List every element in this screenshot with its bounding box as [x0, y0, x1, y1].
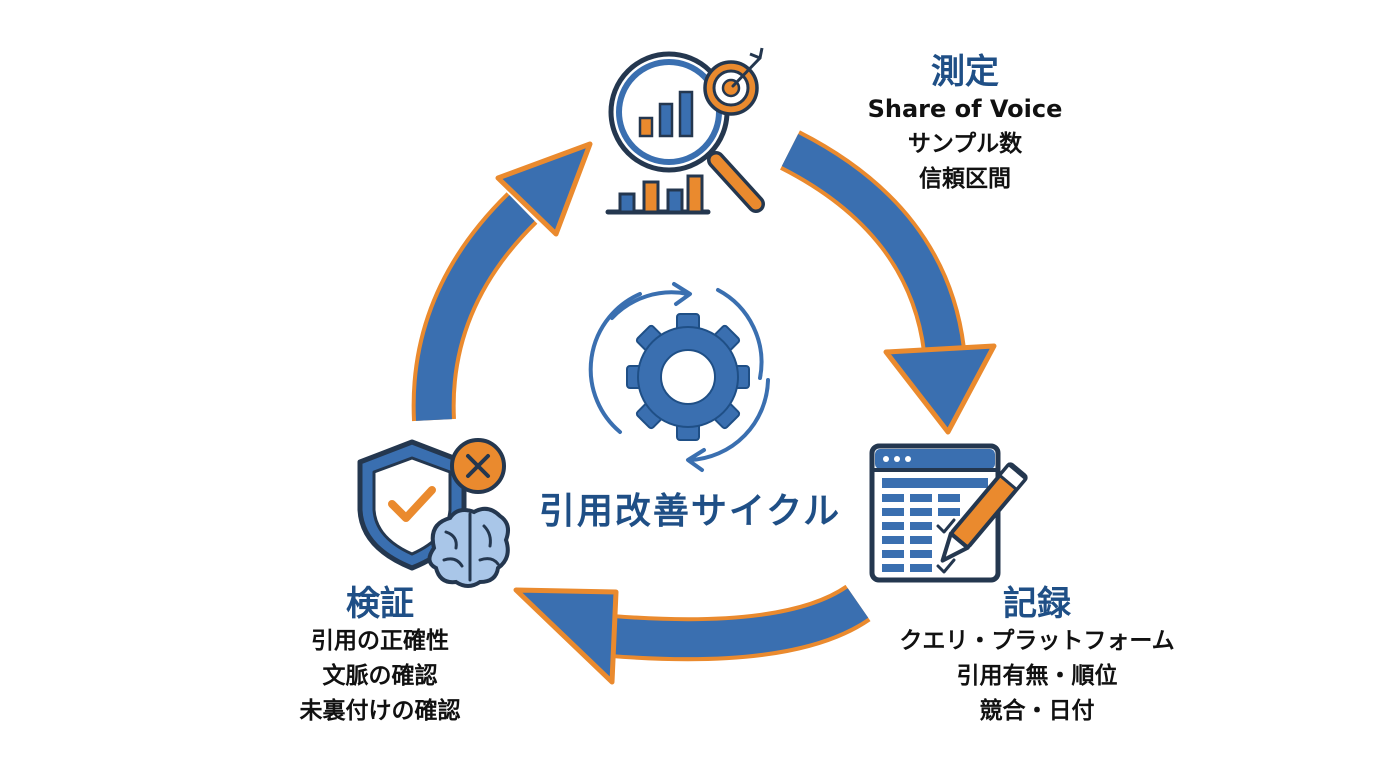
- stage-verify-title: 検証: [346, 584, 414, 624]
- stage-verify-line-2: 文脈の確認: [322, 663, 438, 689]
- stage-record-title: 記録: [1003, 584, 1071, 624]
- stage-verify-line-3: 未裏付けの確認: [299, 698, 461, 724]
- arrow-record-to-verify: [513, 584, 871, 685]
- stage-measure-line-2: サンプル数: [907, 131, 1023, 157]
- gear-cycle-icon: [588, 282, 770, 472]
- stage-record-line-1: クエリ・プラットフォーム: [899, 628, 1175, 654]
- stage-record-line-2: 引用有無・順位: [956, 663, 1118, 689]
- spreadsheet-pencil-icon: [869, 443, 1028, 583]
- shield-check-brain-icon: [357, 438, 510, 588]
- stage-measure-line-3: 信頼区間: [919, 166, 1011, 192]
- stage-verify-line-1: 引用の正確性: [311, 628, 449, 654]
- stage-measure-line-1: Share of Voice: [867, 95, 1063, 123]
- stage-measure-label: 測定 Share of Voice サンプル数 信頼区間: [860, 52, 1070, 197]
- stage-record-label: 記録 クエリ・プラットフォーム 引用有無・順位 競合・日付: [870, 584, 1204, 729]
- stage-record-line-3: 競合・日付: [979, 698, 1095, 724]
- cycle-title: 引用改善サイクル: [538, 491, 842, 532]
- stage-measure-title: 測定: [931, 52, 999, 92]
- stage-verify-label: 検証 引用の正確性 文脈の確認 未裏付けの確認: [270, 584, 490, 729]
- arrow-verify-to-measure: [411, 141, 593, 422]
- arrow-measure-to-record: [779, 130, 997, 435]
- magnifier-bar-chart-target-icon: [605, 47, 765, 215]
